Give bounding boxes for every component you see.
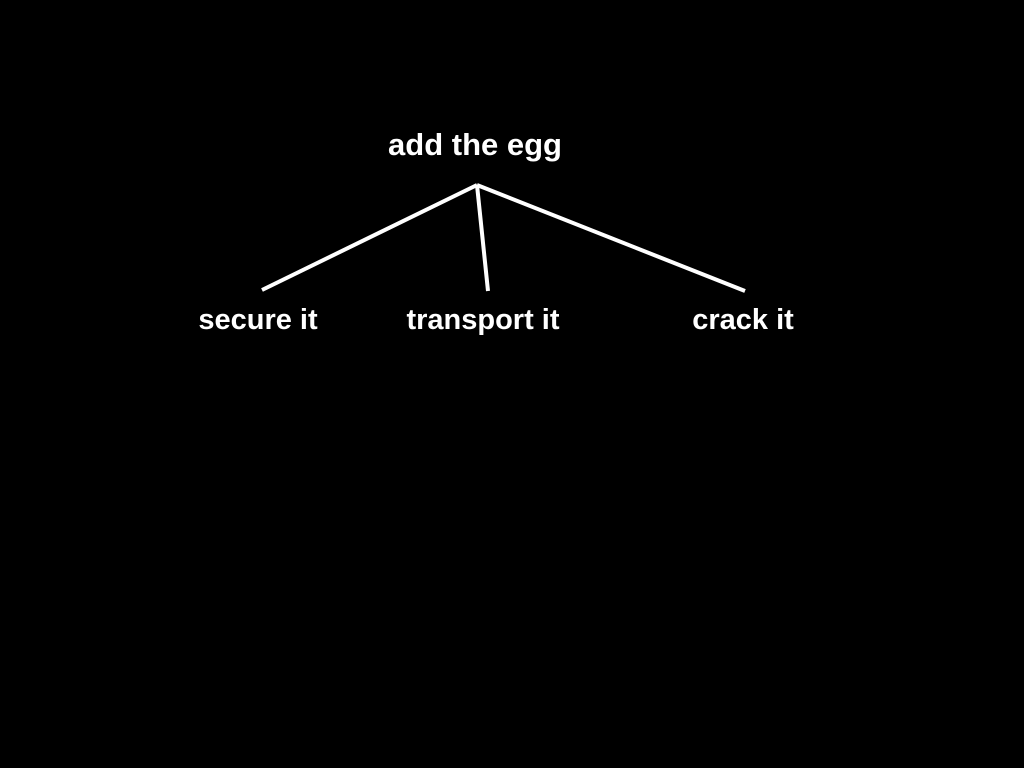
child-node-label-crack-it: crack it (692, 304, 794, 336)
root-node-label: add the egg (388, 127, 562, 162)
edge-to-crack-it (476, 183, 746, 293)
edge-to-secure-it (261, 183, 478, 292)
child-node-label-secure-it: secure it (198, 304, 318, 336)
edge-to-transport-it (475, 184, 490, 292)
child-node-label-transport-it: transport it (406, 304, 560, 336)
